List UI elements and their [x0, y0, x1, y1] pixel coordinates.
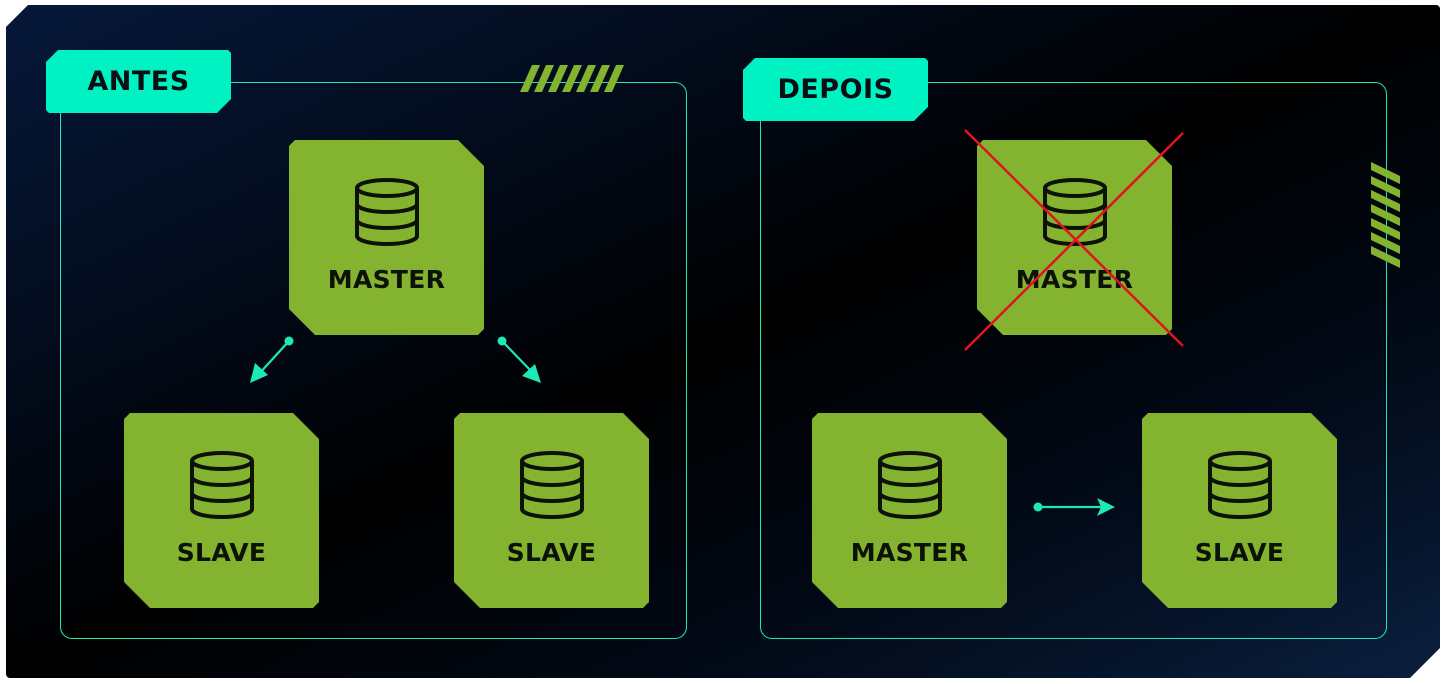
hatch-decoration-top [520, 65, 624, 92]
depois-title-tag: DEPOIS [743, 58, 928, 121]
antes-slave-node-left: SLAVE [124, 413, 319, 608]
depois-frame [760, 82, 1387, 639]
hatch-decoration-side [1371, 162, 1400, 268]
antes-title-tag: ANTES [46, 50, 231, 113]
database-icon [189, 450, 255, 520]
database-icon [1042, 177, 1108, 247]
node-label: SLAVE [176, 538, 267, 567]
arrow-master-to-slave-left [250, 336, 294, 383]
depois-master-node: MASTER [812, 413, 1007, 608]
node-label: MASTER [850, 538, 969, 567]
removed-cross-mark [964, 129, 1184, 351]
node-label: SLAVE [1194, 538, 1285, 567]
database-icon [354, 177, 420, 247]
database-icon [519, 450, 585, 520]
antes-master-node: MASTER [289, 140, 484, 335]
antes-frame [60, 82, 687, 639]
arrow-master-to-slave [1033, 498, 1115, 516]
node-label: MASTER [327, 265, 446, 294]
antes-slave-node-right: SLAVE [454, 413, 649, 608]
database-icon [877, 450, 943, 520]
depois-slave-node: SLAVE [1142, 413, 1337, 608]
node-label: SLAVE [506, 538, 597, 567]
arrow-master-to-slave-right [497, 336, 541, 383]
database-icon [1207, 450, 1273, 520]
